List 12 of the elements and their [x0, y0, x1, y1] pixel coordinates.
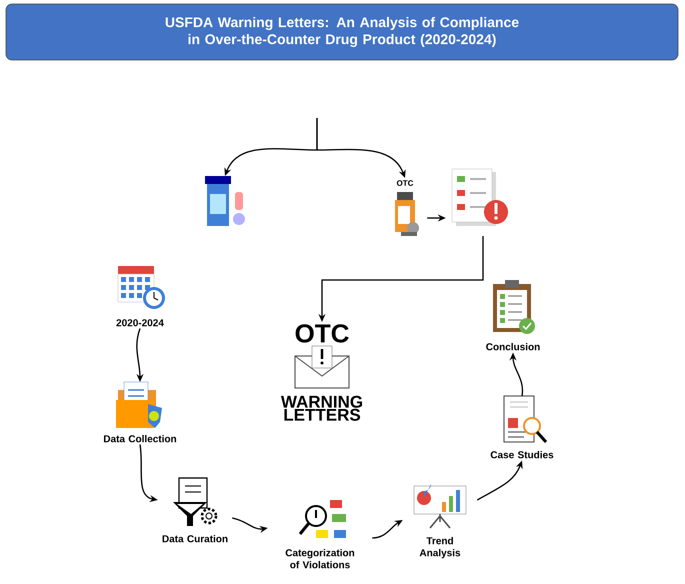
node-text: Trend Analysis: [420, 536, 460, 558]
node-text: Categorization of Violations: [286, 548, 354, 568]
node-text: Data Collection: [104, 434, 176, 442]
node-text: Conclusion: [486, 342, 540, 350]
node-text: 2020-2024: [116, 319, 164, 326]
node-text: OTC WARNING LETTERS: [280, 324, 362, 421]
node-text: OTC: [396, 180, 414, 186]
bottle-drawing: [205, 176, 245, 226]
node-text: Case Studies: [490, 450, 554, 458]
title-banner: USFDA Warning Letters: An Analysis of Compliance in Over-the-Counter Drug Product (2020-2024): [6, 4, 678, 60]
node-text: Data Curation: [162, 534, 228, 542]
checklist-drawing: [452, 168, 508, 226]
